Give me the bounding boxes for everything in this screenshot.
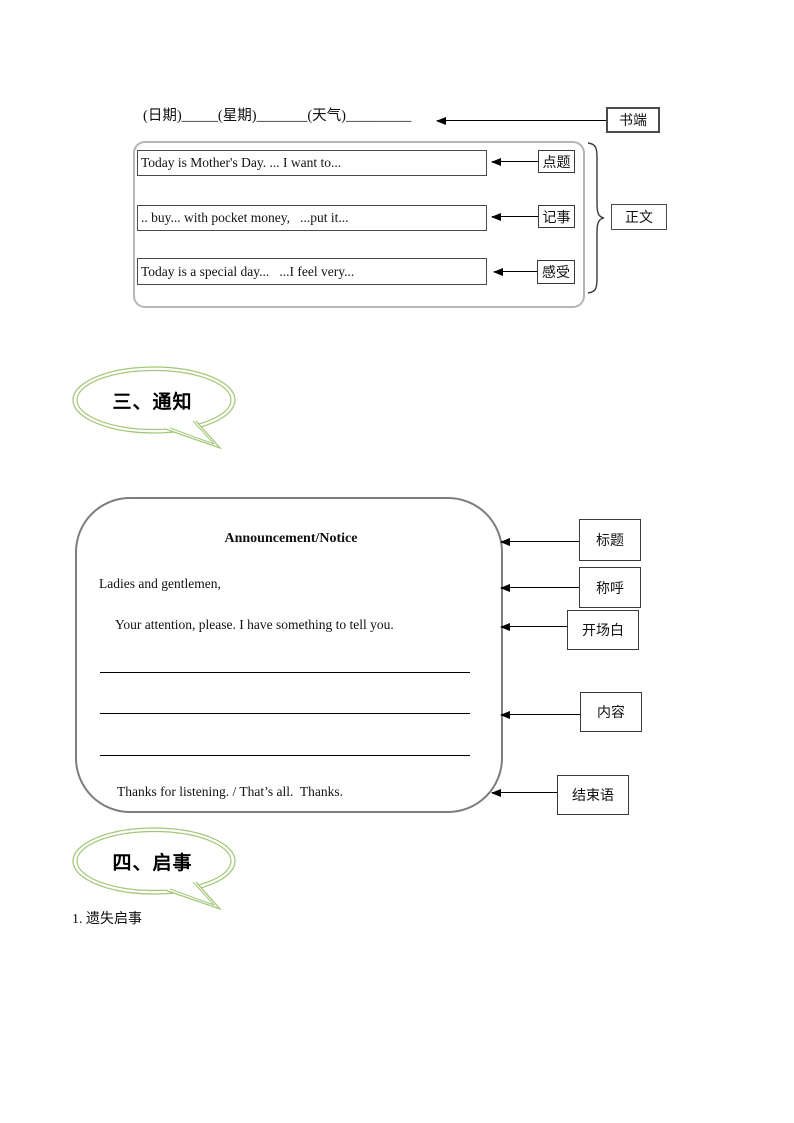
announcement-title: Announcement/Notice: [224, 531, 358, 546]
arrow-to-biaoti: [500, 538, 579, 546]
chenghu-label-box: 称呼: [579, 567, 641, 608]
arrow-to-diandi: [491, 158, 538, 166]
jishi-label-box: 记事: [538, 205, 575, 228]
neirong-label-box: 内容: [580, 692, 642, 732]
arrow-to-kaichangbai: [500, 623, 567, 631]
diary-row-feelings: Today is a special day... ...I feel very…: [137, 258, 487, 285]
arrow-to-chenghu: [500, 584, 579, 592]
lost-notice-item: 1. 遗失启事: [72, 912, 142, 927]
arrow-to-jieshuyu: [491, 789, 557, 797]
section-shishi-title: 四、启事: [112, 852, 193, 874]
announcement-opening: Your attention, please. I have something…: [115, 617, 394, 632]
arrow-to-neirong: [500, 711, 580, 719]
body-brace-icon: [587, 142, 605, 294]
zhengwen-label-box: 正文: [611, 204, 667, 230]
announcement-content-line-3: [100, 755, 470, 756]
ganshou-label-box: 感受: [537, 260, 575, 284]
kaichangbai-label-box: 开场白: [567, 610, 639, 650]
diary-row-events: .. buy... with pocket money, ...put it..…: [137, 205, 487, 231]
section-shishi-bubble: 四、启事: [70, 826, 240, 912]
shudan-label-box: 书端: [606, 107, 660, 133]
arrow-to-ganshou: [493, 268, 537, 276]
jieshuyu-label-box: 结束语: [557, 775, 629, 815]
announcement-content-line-2: [100, 713, 470, 714]
speech-bubble-icon: [72, 366, 236, 450]
diary-row-opening: Today is Mother's Day. ... I want to...: [137, 150, 487, 176]
arrow-to-jishi: [491, 213, 538, 221]
diandi-label-box: 点题: [538, 150, 575, 173]
speech-bubble-icon: [72, 827, 236, 911]
announcement-salutation: Ladies and gentlemen,: [99, 576, 221, 591]
diary-header-line: (日期)_____(星期)_______(天气)_________: [143, 108, 412, 124]
section-notice-bubble: 三、通知: [70, 365, 240, 451]
announcement-closing: Thanks for listening. / That’s all. Than…: [117, 784, 343, 799]
biaoti-label-box: 标题: [579, 519, 641, 561]
section-notice-title: 三、通知: [112, 391, 193, 413]
announcement-container: Announcement/Notice Ladies and gentlemen…: [75, 497, 503, 813]
arrow-to-shudan: [436, 117, 606, 125]
announcement-content-line-1: [100, 672, 470, 673]
